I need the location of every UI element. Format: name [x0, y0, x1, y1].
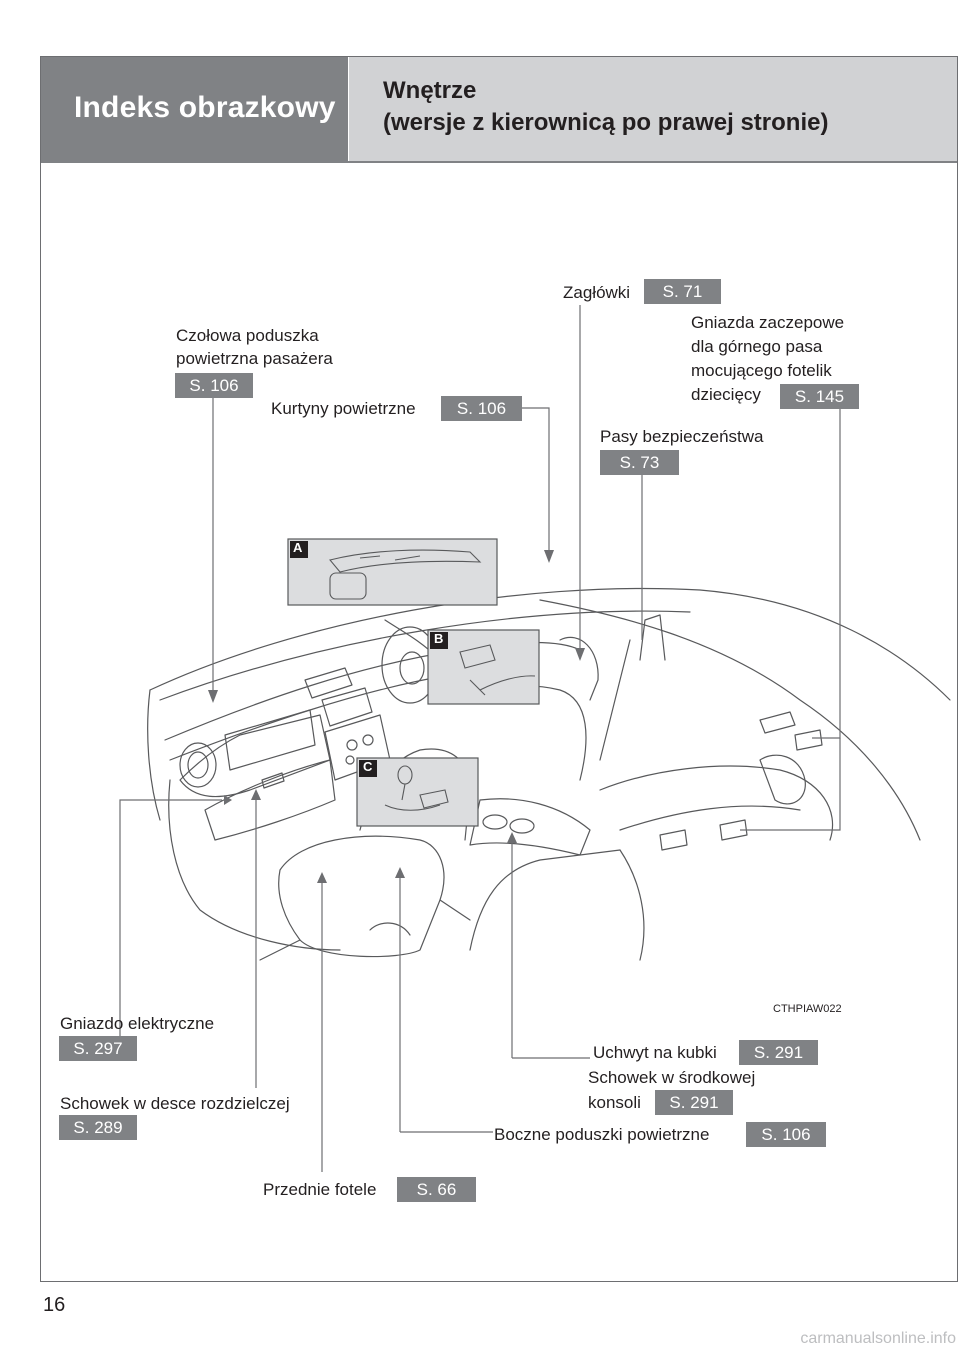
- headrests-label: Zagłówki: [563, 283, 631, 302]
- passenger-airbag-label-1: Czołowa poduszka: [176, 326, 319, 345]
- front-seats-label: Przednie fotele: [263, 1180, 377, 1199]
- anchors-label-1: Gniazda zaczepowe: [691, 313, 845, 332]
- front-seats-page-link[interactable]: S. 66: [397, 1177, 476, 1202]
- cup-holder-label: Uchwyt na kubki: [593, 1043, 717, 1062]
- side-airbags-page-link[interactable]: S. 106: [746, 1122, 826, 1147]
- console-box-label-2: konsoli: [588, 1093, 641, 1112]
- curtain-airbags-page-link[interactable]: S. 106: [441, 396, 522, 421]
- power-outlet-page-link[interactable]: S. 297: [59, 1036, 137, 1061]
- curtain-airbags-label: Kurtyny powietrzne: [271, 399, 416, 418]
- seatbelts-label: Pasy bezpieczeństwa: [600, 427, 764, 446]
- power-outlet-label: Gniazdo elektryczne: [60, 1014, 215, 1033]
- headrests-page-link[interactable]: S. 71: [644, 279, 721, 304]
- page-subtitle: (wersje z kierownicą po prawej stronie): [383, 109, 829, 136]
- inset-a: [287, 538, 498, 606]
- inset-b-tag: B: [434, 631, 444, 646]
- console-box-page-link[interactable]: S. 291: [655, 1090, 733, 1115]
- inset-a-tag: A: [293, 540, 303, 555]
- anchors-label-4: dziecięcy: [691, 385, 761, 404]
- passenger-airbag-page-link[interactable]: S. 106: [175, 373, 253, 398]
- anchors-page-link[interactable]: S. 145: [780, 384, 859, 409]
- glovebox-label: Schowek w desce rozdzielczej: [60, 1094, 290, 1113]
- page-number: 16: [43, 1294, 66, 1316]
- page-header: Wnętrze (wersje z kierownicą po prawej s…: [348, 57, 957, 161]
- side-airbags-label: Boczne poduszki powietrzne: [494, 1125, 710, 1144]
- seatbelts-page-link[interactable]: S. 73: [600, 450, 679, 475]
- anchors-label-2: dla górnego pasa: [691, 337, 823, 356]
- page-title: Wnętrze: [383, 77, 477, 104]
- image-code: CTHPIAW022: [773, 1003, 842, 1015]
- anchors-label-3: mocującego fotelik: [691, 361, 832, 380]
- glovebox-page-link[interactable]: S. 289: [59, 1115, 137, 1140]
- watermark: carmanualsonline.info: [800, 1330, 956, 1347]
- inset-c: [356, 757, 479, 827]
- section-title: Indeks obrazkowy: [74, 91, 336, 124]
- inset-c-tag: C: [363, 759, 373, 774]
- page-frame: Indeks obrazkowy Wnętrze (wersje z kiero…: [40, 56, 958, 1282]
- console-box-label-1: Schowek w środkowej: [588, 1068, 756, 1087]
- header-divider: [41, 161, 957, 163]
- section-tab: Indeks obrazkowy: [41, 57, 348, 161]
- passenger-airbag-label-2: powietrzna pasażera: [176, 349, 333, 368]
- cup-holder-page-link[interactable]: S. 291: [739, 1040, 818, 1065]
